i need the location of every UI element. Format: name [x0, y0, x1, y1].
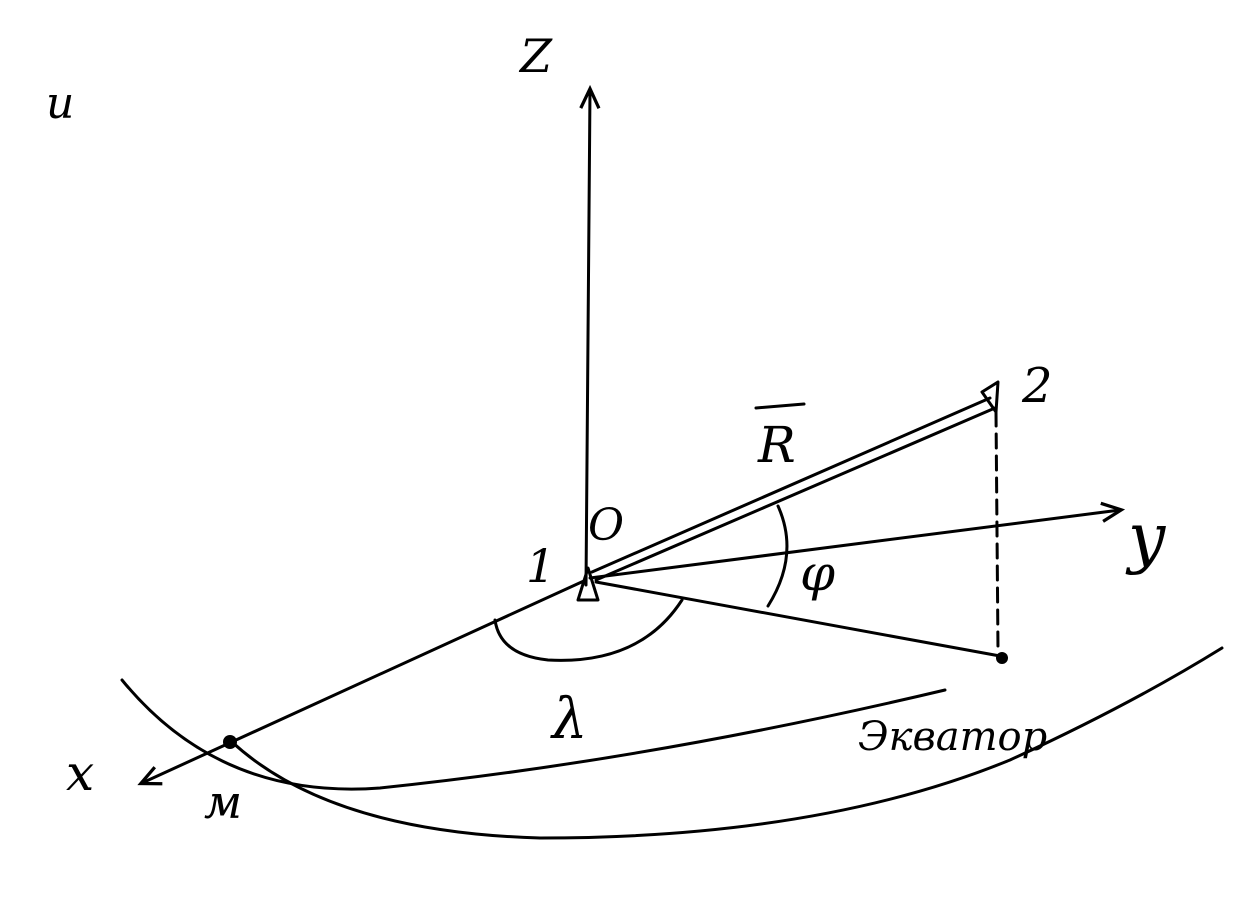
z-axis-label: Z [518, 29, 553, 83]
vector-r-line-lower [594, 406, 997, 582]
angle-lambda-arc [493, 598, 684, 662]
projection-point [996, 652, 1008, 664]
equator-outer-arc [230, 646, 1224, 840]
vector-r-arrowhead [980, 380, 1000, 414]
y-axis-line [588, 501, 1126, 580]
meridian-point-label: м [204, 775, 242, 829]
projection-line [594, 580, 1002, 658]
equator-inner-arc [120, 678, 947, 791]
vector-r-line-upper [590, 396, 992, 574]
origin-triangle [576, 566, 600, 602]
corner-mark-label: u [46, 78, 74, 129]
x-axis-line [137, 578, 588, 786]
angle-phi-arc [766, 504, 789, 608]
y-axis-label: y [1125, 499, 1166, 576]
z-axis-line [579, 84, 601, 587]
vector-r-label: R [757, 416, 796, 474]
equator-label: Экватор [858, 714, 1047, 760]
meridian-point [223, 735, 237, 749]
point-2-label: 2 [1021, 358, 1053, 414]
drop-line [994, 410, 1000, 652]
x-axis-label: x [66, 744, 94, 802]
vector-r-overbar [754, 402, 806, 410]
point-1-label: 1 [526, 539, 555, 593]
angle-phi-label: φ [800, 544, 835, 602]
origin-label: O [588, 500, 624, 551]
angle-lambda-label: λ [550, 687, 588, 752]
